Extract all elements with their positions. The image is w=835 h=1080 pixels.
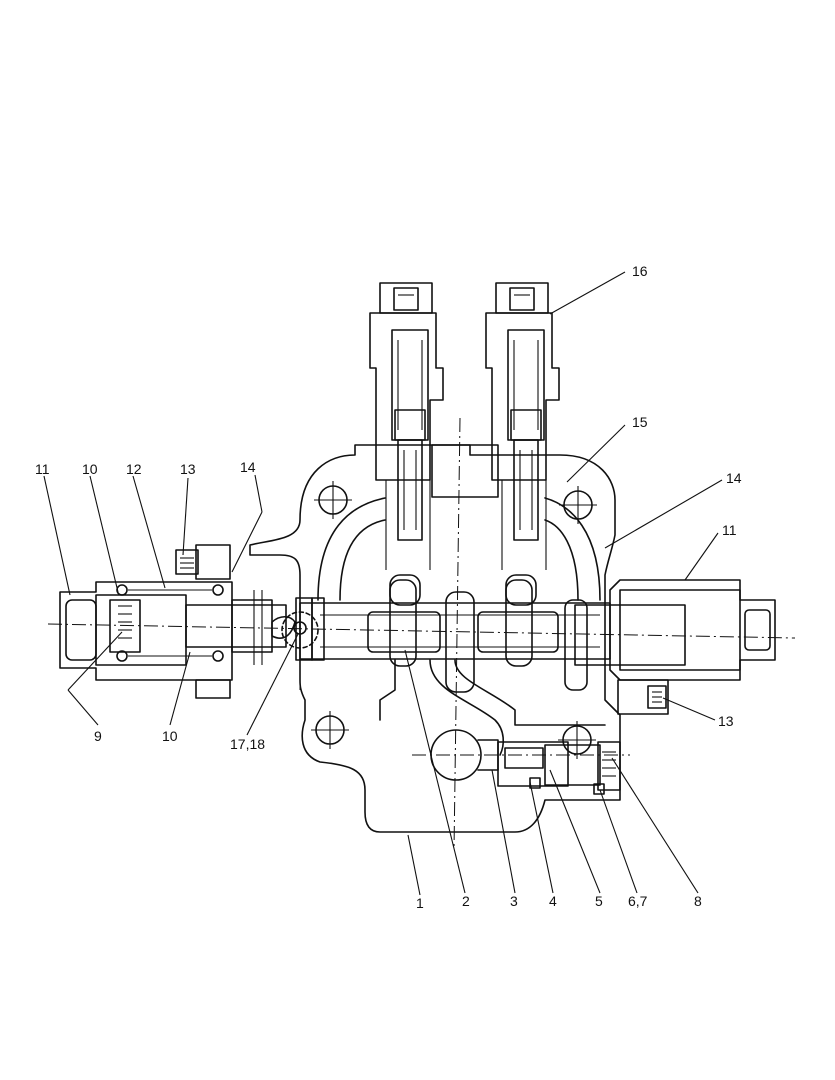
valve-body: [249, 444, 621, 833]
left-end-assembly: [59, 544, 287, 699]
callout-2: 2: [462, 893, 470, 909]
callout-17-18: 17,18: [230, 736, 265, 752]
callout-16: 16: [632, 263, 648, 279]
callout-11-right: 11: [722, 522, 737, 538]
callout-10-bottom: 10: [162, 728, 178, 744]
callout-labels: 11 10 12 13 14 16 15 14 11 13 9 10 17,18…: [35, 263, 742, 911]
callout-9: 9: [94, 728, 102, 744]
callout-8: 8: [694, 893, 702, 909]
callout-13-top: 13: [180, 461, 196, 477]
callout-12: 12: [126, 461, 142, 477]
callout-5: 5: [595, 893, 603, 909]
callout-15: 15: [632, 414, 648, 430]
callout-13-right: 13: [718, 713, 734, 729]
callout-4: 4: [549, 893, 557, 909]
callout-1: 1: [416, 895, 424, 911]
callout-11-left: 11: [35, 461, 50, 477]
callout-14-left: 14: [240, 459, 256, 475]
callout-10-top: 10: [82, 461, 98, 477]
centerlines: [47, 417, 796, 851]
callout-3: 3: [510, 893, 518, 909]
callout-14-right: 14: [726, 470, 742, 486]
right-end-assembly: [574, 579, 776, 715]
callout-6-7: 6,7: [628, 893, 648, 909]
leader-lines: [43, 271, 723, 896]
pilot-valve-right: [485, 282, 560, 606]
pilot-valve-left: [369, 282, 444, 606]
